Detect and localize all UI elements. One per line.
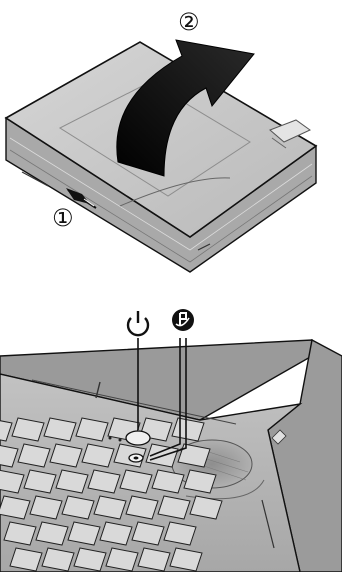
power-status-icon: [172, 309, 194, 331]
keyboard-key[interactable]: [0, 495, 31, 520]
keyboard: [0, 417, 223, 572]
keyboard-key[interactable]: [93, 495, 127, 520]
side-port: [21, 171, 49, 187]
keyboard-key[interactable]: [169, 547, 203, 572]
step-one-label: ①: [52, 204, 74, 232]
hinge-mark: [95, 381, 101, 399]
keyboard-key[interactable]: [35, 521, 69, 546]
keyboard-key[interactable]: [61, 495, 95, 520]
edge-highlight: [9, 137, 313, 251]
keyboard-key[interactable]: [137, 547, 171, 572]
keyboard-key[interactable]: [105, 547, 139, 572]
screen-bezel: [0, 339, 313, 421]
keyboard-key[interactable]: [11, 417, 45, 442]
lid-badge: [269, 119, 311, 143]
hinge-line: [31, 379, 237, 425]
keyboard-key[interactable]: [157, 495, 191, 520]
power-icon: [126, 311, 150, 337]
keyboard-key[interactable]: [23, 469, 57, 494]
keyboard-key[interactable]: [177, 443, 211, 468]
keyboard-key[interactable]: [0, 444, 19, 468]
power-button[interactable]: [125, 430, 151, 446]
keyboard-key[interactable]: [9, 547, 43, 572]
lid-panel: [58, 81, 251, 197]
lid-crease: [119, 177, 231, 207]
step-two-label: ②: [178, 8, 200, 36]
keyboard-key[interactable]: [87, 469, 121, 494]
keyboard-key[interactable]: [55, 469, 89, 494]
keyboard-key[interactable]: [131, 521, 165, 546]
keyboard-key[interactable]: [163, 521, 197, 546]
latch-slider[interactable]: [66, 188, 97, 209]
keyboard-key[interactable]: [0, 418, 13, 442]
keyboard-key[interactable]: [41, 547, 75, 572]
front-port: [197, 243, 211, 251]
keyboard-key[interactable]: [0, 469, 25, 494]
indicator-leader-line: [149, 338, 181, 457]
power-indicator-lamp: [128, 453, 144, 463]
keyboard-key[interactable]: [75, 417, 109, 442]
keyboard-key[interactable]: [189, 495, 223, 520]
latch-hook: [271, 429, 287, 445]
right-port: [261, 499, 275, 549]
keyboard-key[interactable]: [99, 521, 133, 546]
keyboard-key[interactable]: [67, 521, 101, 546]
keyboard-key[interactable]: [49, 443, 83, 468]
badge-line: [271, 137, 287, 149]
keyboard-key[interactable]: [43, 417, 77, 442]
keyboard-key[interactable]: [29, 495, 63, 520]
keyboard-key[interactable]: [81, 443, 115, 468]
keyboard-key[interactable]: [125, 495, 159, 520]
edge-line: [9, 149, 313, 263]
keyboard-key[interactable]: [183, 469, 217, 494]
keyboard-key[interactable]: [151, 469, 185, 494]
keyboard-key[interactable]: [3, 521, 37, 546]
keyboard-key[interactable]: [73, 547, 107, 572]
indicator-leader-line-outer: [149, 338, 187, 461]
keyboard-key[interactable]: [119, 469, 153, 494]
open-lid-arrow: [116, 39, 255, 177]
keyboard-key[interactable]: [17, 443, 51, 468]
